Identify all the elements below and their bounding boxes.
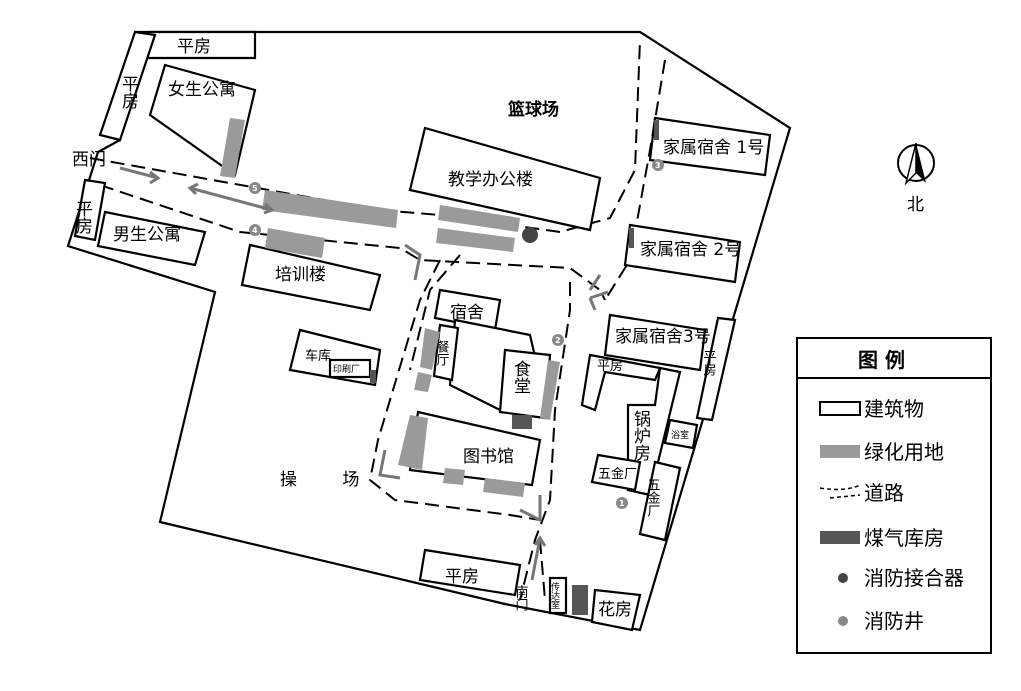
pingfang-left-label: 平房 [72, 200, 93, 235]
campus-boundary [66, 30, 792, 632]
fire-well-markers: 1 2 3 4 5 [249, 159, 664, 509]
green-areas [220, 118, 560, 497]
building-pingfang-bottom [418, 548, 522, 597]
hardware-factory-1-label: 五金厂 [598, 466, 637, 482]
boiler-room-label: 锅炉房 [630, 410, 651, 462]
building-restaurant [432, 323, 460, 382]
0-label: 1 [619, 499, 625, 508]
1-label: 绿化用地 [864, 440, 944, 464]
boys-dorm-label: 男生公寓 [113, 225, 181, 245]
basketball-court: 篮球场 [507, 99, 559, 120]
building-family-dorm-2 [623, 223, 742, 284]
print-shop-label: 印刷厂 [333, 363, 360, 375]
south-gate[interactable]: 南门 [513, 584, 529, 611]
west-gate[interactable]: 西门 [72, 150, 106, 170]
greenhouse-label: 花房 [598, 600, 632, 620]
2-label: 道路 [864, 481, 904, 505]
building-training [240, 243, 382, 312]
building-pingfang-left-top [98, 30, 157, 142]
north-label: 北 [907, 195, 924, 215]
reception-label: 传达室 [549, 581, 560, 609]
building-bathroom [663, 418, 699, 450]
1-label: 2 [555, 336, 561, 345]
4-label: 消防接合器 [864, 566, 964, 590]
bathroom-label: 浴室 [671, 429, 689, 441]
family-dorm-3-label: 家属宿舍3号 [615, 327, 711, 347]
teaching-building-label: 教学办公楼 [448, 170, 533, 190]
title-label: 图 例 [858, 348, 905, 372]
fire-connector [522, 227, 538, 243]
building-print-shop [328, 358, 372, 379]
buildings: 平房 平房 女生公寓 篮球场 家属宿舍 1号 西门 平房 男生公寓 教学办公楼 … [72, 30, 772, 632]
direction-arrows [119, 166, 609, 581]
legend: 图 例 建筑物 绿化用地 道路 煤气库房 消防接合器 消防井 [796, 337, 992, 654]
training-building-label: 培训楼 [275, 265, 326, 285]
building-teaching [408, 126, 602, 232]
pingfang-bottom-label: 平房 [445, 567, 479, 587]
2-label: 3 [655, 161, 661, 170]
girls-dorm-label: 女生公寓 [168, 80, 236, 100]
building-hardware-factory-1 [590, 453, 642, 492]
building-hardware-factory-2 [638, 460, 682, 542]
building-boys-dorm [96, 210, 207, 267]
library-label: 图书馆 [463, 447, 514, 467]
building-family-dorm-3 [603, 313, 707, 372]
pingfang-mid-label: 平房 [597, 358, 623, 374]
canteen-label: 食堂 [510, 360, 531, 394]
garage-label: 车库 [305, 348, 331, 364]
building-boiler-room [626, 366, 682, 497]
building-reception [548, 576, 568, 615]
4-label: 5 [252, 184, 258, 193]
pingfang-top-label: 平房 [177, 37, 211, 57]
family-dorm-1-label: 家属宿舍 1号 [663, 138, 764, 158]
dormitory-label: 宿舍 [450, 303, 484, 323]
pingfang-right-label: 平房 [701, 350, 717, 376]
north-arrow-icon: 北 [897, 142, 935, 215]
pingfang-left-top-label: 平房 [118, 75, 139, 110]
3-label: 煤气库房 [864, 526, 944, 550]
0-label: 建筑物 [864, 397, 924, 421]
3-label: 4 [252, 226, 258, 235]
family-dorm-2-label: 家属宿舍 2号 [640, 240, 741, 260]
building-greenhouse [590, 588, 642, 632]
building-pingfang-left [73, 178, 107, 242]
5-label: 消防井 [864, 609, 924, 633]
playground: 操 场 [280, 470, 379, 490]
building-pingfang-right [695, 316, 737, 422]
hardware-factory-2-label: 五金厂 [645, 478, 661, 517]
building-family-dorm-1 [648, 116, 772, 177]
restaurant-label: 餐厅 [434, 339, 450, 366]
